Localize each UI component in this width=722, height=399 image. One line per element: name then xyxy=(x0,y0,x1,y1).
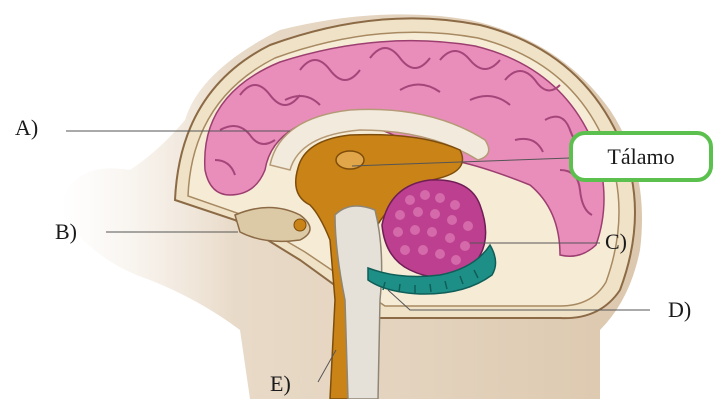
thalamus-callout: Tálamo xyxy=(569,131,713,182)
label-c: C) xyxy=(605,231,627,253)
label-d: D) xyxy=(668,299,691,321)
label-e: E) xyxy=(270,373,291,395)
pituitary xyxy=(294,219,306,231)
label-a: A) xyxy=(15,117,38,139)
thalamus-mass xyxy=(336,151,364,169)
thalamus-callout-text: Tálamo xyxy=(607,144,674,170)
label-b: B) xyxy=(55,221,77,243)
